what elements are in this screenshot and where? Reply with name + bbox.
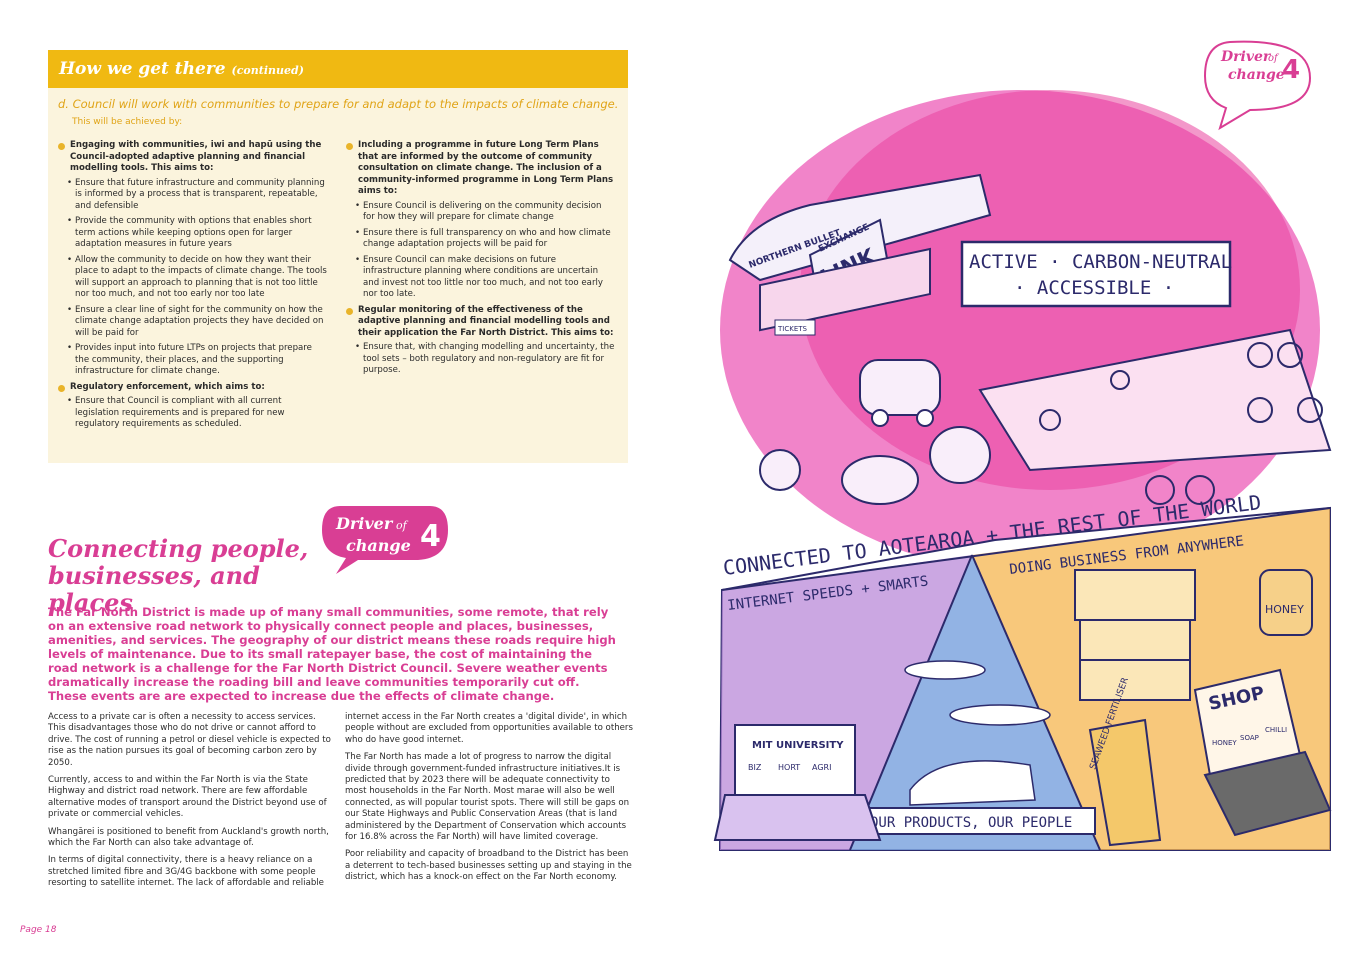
- illustration-bubble-number: 4: [1282, 55, 1300, 85]
- box-heading-text: How we get there: [59, 59, 226, 79]
- box-sub-bullet: Provide the community with options that …: [58, 216, 328, 251]
- jar-honey-label: HONEY: [1212, 739, 1237, 747]
- street-scene: [759, 328, 1332, 505]
- body-paragraph: In terms of digital connectivity, there …: [48, 855, 324, 889]
- laptop-tab-biz: BIZ: [748, 763, 762, 772]
- section-intro: The Far North District is made up of man…: [48, 605, 616, 703]
- box-sub-bullet: Allow the community to decide on how the…: [58, 255, 328, 301]
- tickets-label: TICKETS: [777, 325, 808, 333]
- box-columns: Engaging with communities, iwi and hapū …: [58, 140, 618, 435]
- station-illustration: EXCHANGE LINK TICKETS: [759, 218, 931, 336]
- box-heading: How we get there (continued): [48, 50, 628, 88]
- panel-bottom-label: OUR PRODUCTS, OUR PEOPLE: [870, 815, 1072, 831]
- section-title-line1: Connecting people,: [48, 534, 309, 563]
- illustration-bubble-change: change: [1228, 67, 1285, 83]
- box-sub-bullet: Ensure that, with changing modelling and…: [346, 342, 616, 377]
- box-bullet: Regulatory enforcement, which aims to:: [58, 382, 328, 394]
- shop-laptop: SHOP HONEY SOAP CHILLI: [1193, 668, 1332, 837]
- laptop-illustration: MIT UNIVERSITY BIZ HORT AGRI: [713, 724, 882, 841]
- sign-line2: · ACCESSIBLE ·: [1014, 277, 1174, 299]
- box-sub-bullet: Ensure that Council is compliant with al…: [58, 396, 328, 431]
- body-paragraph: Currently, access to and within the Far …: [48, 775, 327, 820]
- bubble-of-text: of: [396, 519, 409, 532]
- box-left-column: Engaging with communities, iwi and hapū …: [58, 140, 328, 435]
- box-sub-bullet: Ensure there is full transparency on who…: [346, 228, 616, 251]
- connectivity-illustration: Driver of change 4 NORTHERN BULLET EXCHA…: [713, 40, 1332, 851]
- box-bullet: Regular monitoring of the effectiveness …: [346, 305, 616, 340]
- body-paragraph: internet access in the Far North creates…: [345, 712, 633, 745]
- illustration-bubble-driver: Driver: [1220, 49, 1272, 65]
- page-number: Page 18: [20, 925, 57, 935]
- box-sub-bullet: Ensure that future infrastructure and co…: [58, 178, 328, 213]
- bubble-number: 4: [420, 519, 441, 554]
- body-column-1: Access to a private car is often a neces…: [48, 712, 336, 896]
- box-subheading: d. Council will work with communities to…: [58, 97, 619, 111]
- body-paragraph: Access to a private car is often a neces…: [48, 712, 331, 768]
- bubble-change-text: change: [346, 536, 411, 555]
- beehive-illustration: [1074, 569, 1196, 701]
- box-heading-suffix: (continued): [231, 64, 304, 77]
- box-bullet: Engaging with communities, iwi and hapū …: [58, 140, 328, 175]
- box-sub-bullet: Ensure Council is delivering on the comm…: [346, 201, 616, 224]
- box-right-column: Including a programme in future Long Ter…: [346, 140, 616, 435]
- driver-of-change-bubble: Driver of change 4: [322, 506, 448, 574]
- illustration-bubble-of: of: [1268, 53, 1280, 64]
- body-paragraph: Whangārei is positioned to benefit from …: [48, 826, 329, 849]
- laptop-tab-agri: AGRI: [812, 763, 831, 772]
- panel-blue: [850, 555, 1100, 850]
- body-column-2: internet access in the Far North creates…: [345, 712, 633, 890]
- honey-label: HONEY: [1265, 603, 1304, 616]
- sign-board: ACTIVE · CARBON-NEUTRAL · ACCESSIBLE ·: [960, 240, 1232, 308]
- jar-chilli-label: CHILLI: [1265, 726, 1287, 734]
- illustration-driver-bubble: Driver of change 4: [1203, 40, 1312, 131]
- laptop-tab-hort: HORT: [778, 763, 800, 772]
- box-sub-bullet: Ensure Council can make decisions on fut…: [346, 255, 616, 301]
- how-we-get-there-box: How we get there (continued) d. Council …: [48, 50, 628, 463]
- body-paragraph: Poor reliability and capacity of broadba…: [345, 849, 632, 883]
- box-note: This will be achieved by:: [72, 117, 183, 127]
- laptop-title: MIT UNIVERSITY: [752, 740, 844, 751]
- sign-line1: ACTIVE · CARBON-NEUTRAL: [969, 251, 1232, 273]
- section-title: Connecting people, businesses, and place…: [48, 535, 348, 616]
- box-sub-bullet: Ensure a clear line of sight for the com…: [58, 305, 328, 340]
- honey-jar: HONEY: [1259, 569, 1313, 636]
- jar-soap-label: SOAP: [1240, 734, 1259, 742]
- box-bullet: Including a programme in future Long Ter…: [346, 140, 616, 198]
- body-paragraph: The Far North has made a lot of progress…: [345, 752, 630, 843]
- bubble-driver-text: Driver: [335, 514, 394, 533]
- transport-icons: [904, 660, 1051, 806]
- box-sub-bullet: Provides input into future LTPs on proje…: [58, 343, 328, 378]
- section-title-line2: businesses, and places: [48, 561, 260, 617]
